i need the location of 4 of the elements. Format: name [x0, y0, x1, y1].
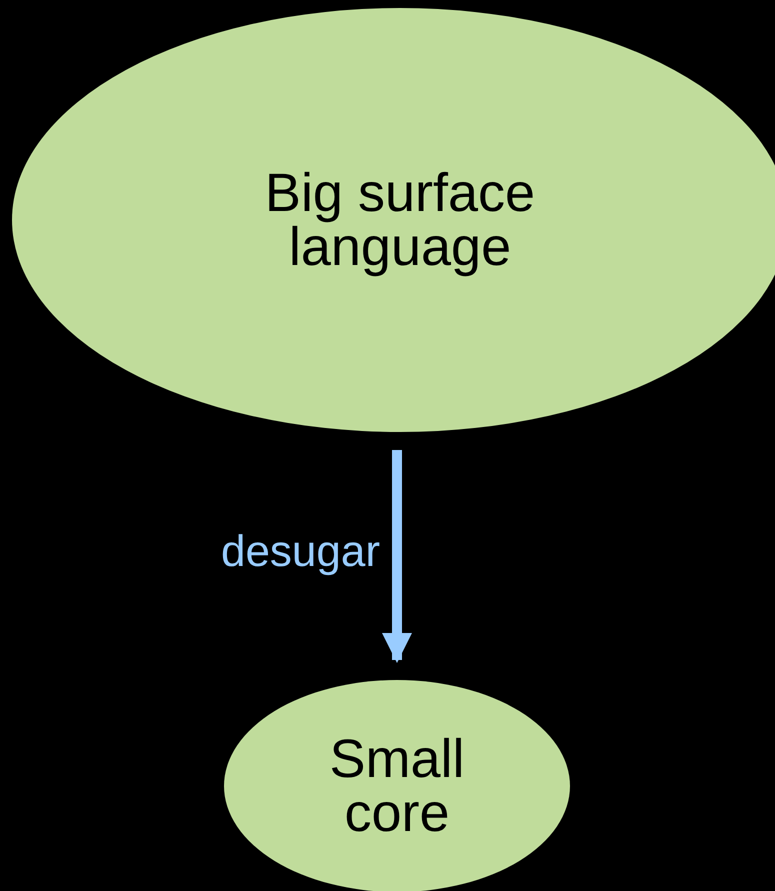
arrow — [382, 450, 412, 663]
edge-label: desugar — [220, 530, 380, 574]
node-text: Big surface language — [264, 166, 536, 274]
node-text: Small core — [328, 732, 466, 840]
